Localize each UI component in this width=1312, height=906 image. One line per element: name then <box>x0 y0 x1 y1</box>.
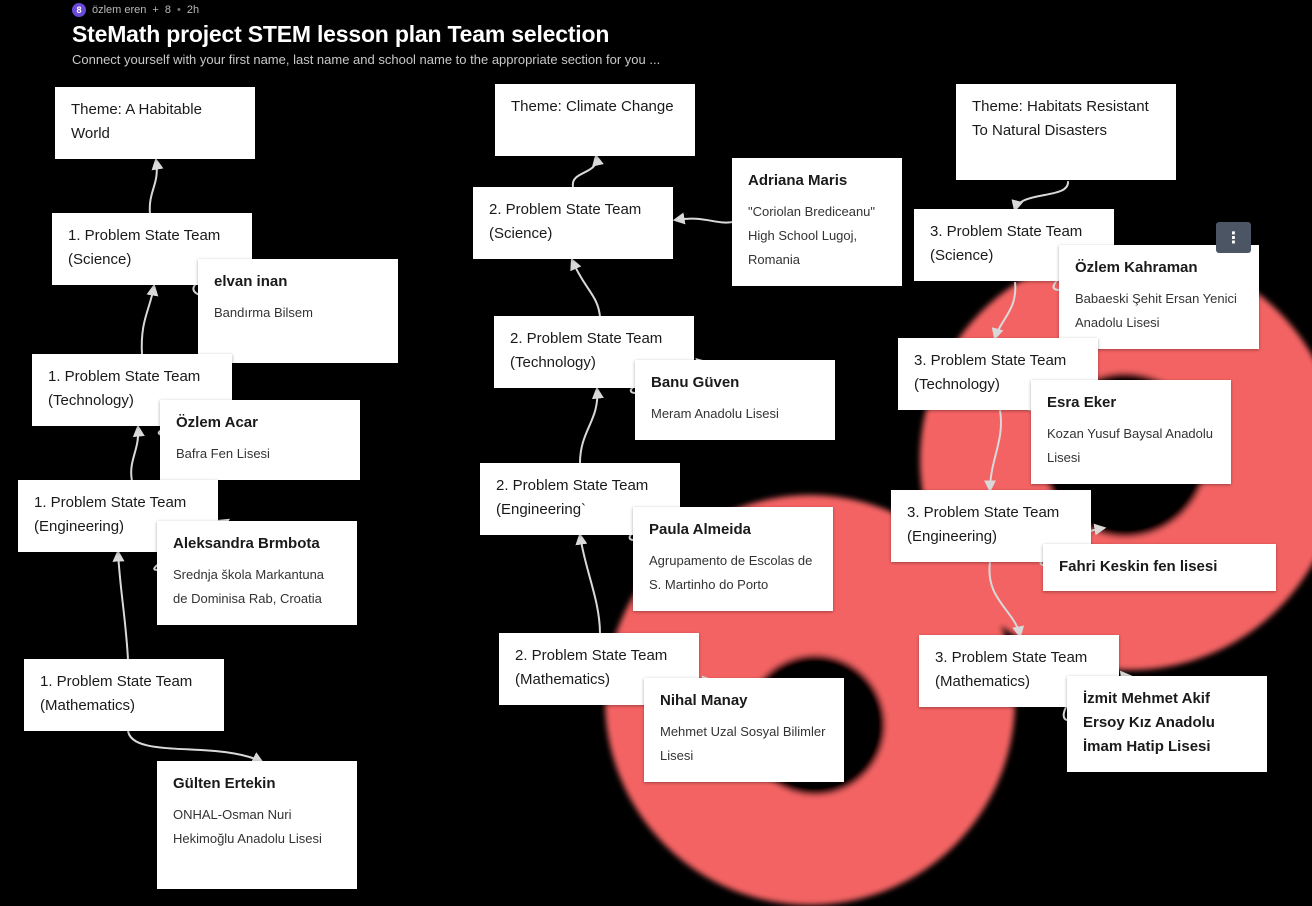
team-title: 1. Problem State Team (Mathematics) <box>40 673 193 714</box>
person-card-paula-almeida[interactable]: Paula Almeida Agrupamento de Escolas de … <box>633 507 833 611</box>
person-card-esra-eker[interactable]: Esra Eker Kozan Yusuf Baysal Anadolu Lis… <box>1031 380 1231 484</box>
person-name: Banu Güven <box>651 374 740 391</box>
page-subtitle: Connect yourself with your first name, l… <box>72 52 661 67</box>
person-card-gulten-ertekin[interactable]: Gülten Ertekin ONHAL-Osman Nuri Hekimoğl… <box>157 761 357 889</box>
more-vertical-icon[interactable]: ⋮ <box>1216 222 1251 253</box>
person-school: Meram Anadolu Lisesi <box>651 406 779 421</box>
person-school: Kozan Yusuf Baysal Anadolu Lisesi <box>1047 426 1213 465</box>
plus-icon[interactable]: + <box>152 4 159 16</box>
team-title: 2. Problem State Team (Technology) <box>510 330 663 371</box>
theme-title: Theme: A Habitable World <box>71 101 202 142</box>
person-school: Babaeski Şehit Ersan Yenici Anadolu Lise… <box>1075 291 1237 330</box>
person-card-izmit-mehmet-akif[interactable]: İzmit Mehmet Akif Ersoy Kız Anadolu İmam… <box>1067 676 1267 772</box>
person-school: Bafra Fen Lisesi <box>176 446 270 461</box>
person-name: Özlem Acar <box>176 414 258 431</box>
post-meta: 8 özlem eren + 8 • 2h <box>72 3 199 17</box>
team-title: 3. Problem State Team (Technology) <box>914 352 1067 393</box>
theme-card-2[interactable]: Theme: Climate Change <box>495 84 695 156</box>
person-school: "Coriolan Brediceanu" High School Lugoj,… <box>748 204 876 267</box>
person-school: Mehmet Uzal Sosyal Bilimler Lisesi <box>660 724 826 763</box>
team-title: 1. Problem State Team (Science) <box>68 227 221 268</box>
team-title: 2. Problem State Team (Mathematics) <box>515 647 668 688</box>
team-title: 1. Problem State Team (Technology) <box>48 368 201 409</box>
team-title: 3. Problem State Team (Mathematics) <box>935 649 1088 690</box>
author-avatar[interactable]: 8 <box>72 3 86 17</box>
person-card-aleksandra-brmbota[interactable]: Aleksandra Brmbota Srednja škola Markant… <box>157 521 357 625</box>
person-school: Srednja škola Markantuna de Dominisa Rab… <box>173 567 325 606</box>
team-title: 2. Problem State Team (Science) <box>489 201 642 242</box>
person-card-adriana-maris[interactable]: Adriana Maris "Coriolan Brediceanu" High… <box>732 158 902 286</box>
person-card-elvan-inan[interactable]: elvan inan Bandırma Bilsem <box>198 259 398 363</box>
person-name: Özlem Kahraman <box>1075 259 1198 276</box>
theme-card-3[interactable]: Theme: Habitats Resistant To Natural Dis… <box>956 84 1176 180</box>
person-card-fahri-keskin[interactable]: Fahri Keskin fen lisesi <box>1043 544 1276 591</box>
theme-title: Theme: Habitats Resistant To Natural Dis… <box>972 98 1149 139</box>
team-title: 3. Problem State Team (Engineering) <box>907 504 1060 545</box>
theme-title: Theme: Climate Change <box>511 98 674 115</box>
person-school: Bandırma Bilsem <box>214 305 313 320</box>
person-name: elvan inan <box>214 273 288 290</box>
person-card-nihal-manay[interactable]: Nihal Manay Mehmet Uzal Sosyal Bilimler … <box>644 678 844 782</box>
team-title: 3. Problem State Team (Science) <box>930 223 1083 264</box>
person-school: Agrupamento de Escolas de S. Martinho do… <box>649 553 813 592</box>
team-title: 2. Problem State Team (Engineering` <box>496 477 649 518</box>
team-card-2-mathematics[interactable]: 2. Problem State Team (Mathematics) <box>499 633 699 705</box>
separator-dot: • <box>176 4 181 16</box>
page-title: SteMath project STEM lesson plan Team se… <box>72 21 610 47</box>
person-name: Fahri Keskin fen lisesi <box>1059 558 1218 575</box>
person-name: Paula Almeida <box>649 521 751 538</box>
person-card-ozlem-kahraman[interactable]: Özlem Kahraman Babaeski Şehit Ersan Yeni… <box>1059 245 1259 349</box>
author-name[interactable]: özlem eren <box>92 4 147 16</box>
likes-count: 8 <box>164 4 171 16</box>
person-name: İzmit Mehmet Akif Ersoy Kız Anadolu İmam… <box>1083 690 1215 755</box>
time-ago: 2h <box>186 4 200 16</box>
team-card-2-science[interactable]: 2. Problem State Team (Science) <box>473 187 673 259</box>
person-card-ozlem-acar[interactable]: Özlem Acar Bafra Fen Lisesi <box>160 400 360 480</box>
person-name: Esra Eker <box>1047 394 1117 411</box>
person-card-banu-guven[interactable]: Banu Güven Meram Anadolu Lisesi <box>635 360 835 440</box>
person-name: Adriana Maris <box>748 172 848 189</box>
person-name: Aleksandra Brmbota <box>173 535 320 552</box>
person-name: Gülten Ertekin <box>173 775 276 792</box>
person-name: Nihal Manay <box>660 692 748 709</box>
theme-card-1[interactable]: Theme: A Habitable World <box>55 87 255 159</box>
team-title: 1. Problem State Team (Engineering) <box>34 494 187 535</box>
team-card-1-mathematics[interactable]: 1. Problem State Team (Mathematics) <box>24 659 224 731</box>
person-school: ONHAL-Osman Nuri Hekimoğlu Anadolu Lises… <box>173 807 322 846</box>
